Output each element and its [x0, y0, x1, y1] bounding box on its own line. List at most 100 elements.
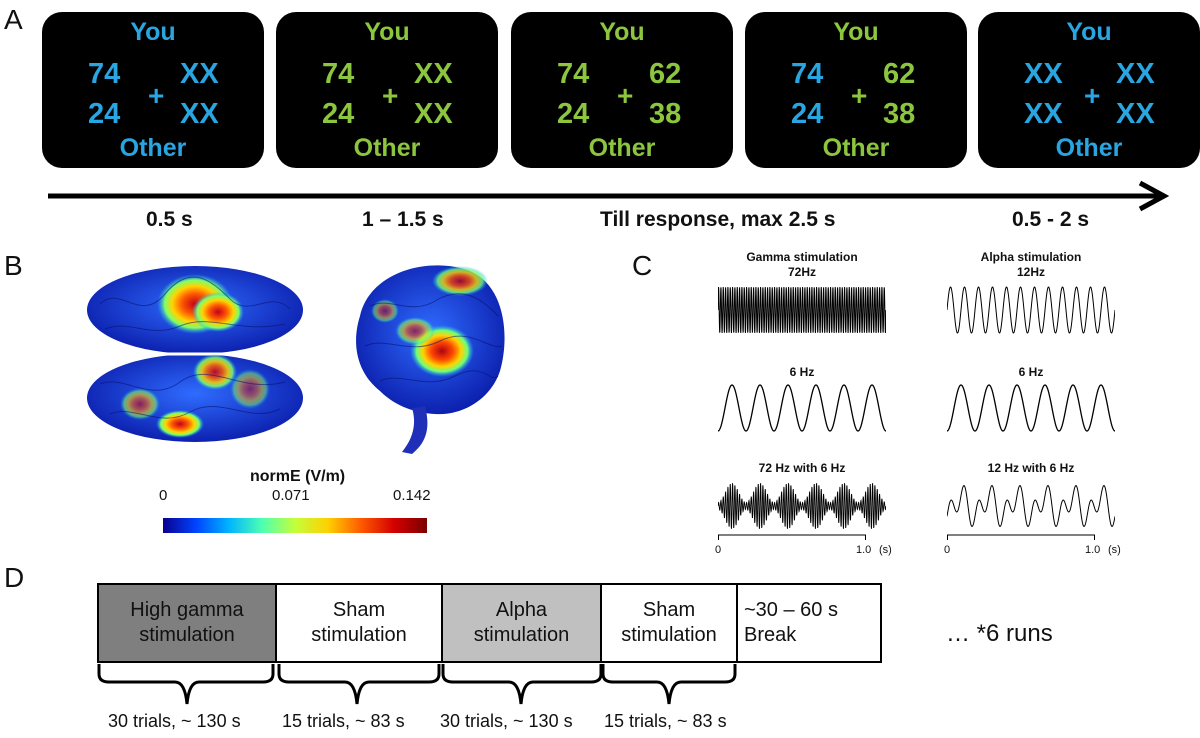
- fixation-cross: +: [148, 80, 165, 111]
- theta-title-left: 6 Hz: [789, 365, 815, 379]
- other-label: Other: [1055, 134, 1123, 162]
- block-line2: Break: [744, 624, 797, 646]
- panel-a-label: A: [4, 4, 23, 35]
- fixation-cross: +: [382, 80, 399, 111]
- colorbar-mid-label: 0.071: [272, 487, 310, 504]
- stimulus-screen-2: You 74 XX + 24 XX Other: [276, 12, 498, 168]
- fixation-cross: +: [617, 80, 634, 111]
- bottom-left-value: 24: [557, 98, 590, 130]
- you-label: You: [599, 18, 645, 46]
- axis-left-end: 1.0: [856, 544, 872, 556]
- alpha-frequency: 12Hz: [1016, 265, 1045, 279]
- duration-label-1: 0.5 s: [146, 208, 193, 231]
- bottom-right-value: 38: [883, 98, 916, 130]
- top-right-value: XX: [414, 58, 453, 90]
- you-label: You: [364, 18, 410, 46]
- block-sham-1: Sham stimulation: [275, 583, 443, 663]
- stimulus-screen-1: You 74 XX + 24 XX Other: [42, 12, 264, 168]
- block-line2: stimulation: [311, 624, 407, 646]
- fixation-cross: +: [1084, 80, 1101, 111]
- block-line2: stimulation: [139, 624, 235, 646]
- top-left-value: 74: [322, 58, 355, 90]
- bottom-left-value: 24: [791, 98, 824, 130]
- gamma-frequency: 72Hz: [787, 265, 816, 279]
- combo-title-right: 12 Hz with 6 Hz: [987, 461, 1075, 475]
- brain-side-view: [356, 265, 505, 454]
- runs-label: … *6 runs: [946, 620, 1053, 647]
- colorbar-min-label: 0: [159, 487, 168, 504]
- gamma-waveform: [718, 287, 886, 333]
- axis-right-end: 1.0: [1085, 544, 1101, 556]
- trials-label-3: 30 trials, ~ 130 s: [440, 711, 573, 731]
- top-left-value: 74: [557, 58, 590, 90]
- colorbar: [163, 518, 427, 533]
- top-left-value: 74: [88, 58, 121, 90]
- block-line2: stimulation: [621, 624, 717, 646]
- you-label: You: [130, 18, 176, 46]
- top-left-value: 74: [791, 58, 824, 90]
- alpha-title: Alpha stimulation 12Hz: [946, 250, 1116, 280]
- block-line1: Sham: [642, 599, 696, 621]
- block-line1: Sham: [332, 599, 386, 621]
- top-right-value: 62: [649, 58, 682, 90]
- block-braces: [97, 664, 737, 705]
- duration-label-3: Till response, max 2.5 s: [600, 208, 836, 231]
- block-high-gamma: High gamma stimulation: [97, 583, 277, 663]
- trials-label-4: 15 trials, ~ 83 s: [604, 711, 727, 731]
- gamma-title-text: Gamma stimulation: [746, 250, 858, 264]
- panel-d-label: D: [4, 562, 25, 593]
- block-sham-2: Sham stimulation: [600, 583, 738, 663]
- bottom-right-value: XX: [180, 98, 219, 130]
- axis-right-start: 0: [944, 544, 951, 556]
- bottom-left-value: XX: [1024, 98, 1063, 130]
- alpha-theta-waveform: [947, 485, 1115, 527]
- theta-title-right: 6 Hz: [1018, 365, 1044, 379]
- top-left-value: XX: [1024, 58, 1063, 90]
- stimulus-screen-5: You XX XX + XX XX Other: [978, 12, 1200, 168]
- block-line1: ~30 – 60 s: [744, 599, 838, 621]
- time-axis-right: [947, 534, 1095, 540]
- alpha-waveform: [947, 286, 1115, 334]
- bottom-right-value: 38: [649, 98, 682, 130]
- bottom-right-value: XX: [1116, 98, 1155, 130]
- axis-left-unit: (s): [879, 544, 892, 556]
- panel-b-label: B: [4, 250, 23, 281]
- top-right-value: 62: [883, 58, 916, 90]
- theta-waveform-right: [947, 384, 1115, 432]
- other-label: Other: [588, 134, 656, 162]
- duration-label-2: 1 – 1.5 s: [362, 208, 444, 231]
- timeline-arrow: [48, 180, 1170, 212]
- axis-left-start: 0: [715, 544, 722, 556]
- time-axis-left: [718, 534, 866, 540]
- block-line1: High gamma: [130, 599, 244, 621]
- bottom-left-value: 24: [322, 98, 355, 130]
- duration-label-4: 0.5 - 2 s: [1012, 208, 1090, 231]
- combo-title-left: 72 Hz with 6 Hz: [758, 461, 846, 475]
- colorbar-title: normE (V/m): [250, 468, 346, 485]
- panel-c-label: C: [632, 250, 653, 281]
- bottom-left-value: 24: [88, 98, 121, 130]
- theta-waveform-left: [718, 384, 886, 432]
- gamma-title: Gamma stimulation 72Hz: [717, 250, 887, 280]
- block-line1: Alpha: [495, 599, 548, 621]
- you-label: You: [1066, 18, 1112, 46]
- brain-top-view: [87, 266, 303, 442]
- stimulus-screen-3: You 74 62 + 24 38 Other: [511, 12, 733, 168]
- block-line2: stimulation: [473, 624, 570, 646]
- block-alpha: Alpha stimulation: [441, 583, 602, 663]
- block-break: ~30 – 60 s Break: [736, 583, 882, 663]
- stimulus-screen-4: You 74 62 + 24 38 Other: [745, 12, 967, 168]
- colorbar-max-label: 0.142: [393, 487, 431, 504]
- other-label: Other: [822, 134, 890, 162]
- trials-label-2: 15 trials, ~ 83 s: [282, 711, 405, 731]
- fixation-cross: +: [851, 80, 868, 111]
- you-label: You: [833, 18, 879, 46]
- gamma-theta-waveform: [718, 483, 886, 529]
- alpha-title-text: Alpha stimulation: [980, 250, 1082, 264]
- bottom-right-value: XX: [414, 98, 453, 130]
- axis-right-unit: (s): [1108, 544, 1121, 556]
- top-right-value: XX: [180, 58, 219, 90]
- trials-label-1: 30 trials, ~ 130 s: [108, 711, 241, 731]
- other-label: Other: [353, 134, 421, 162]
- top-right-value: XX: [1116, 58, 1155, 90]
